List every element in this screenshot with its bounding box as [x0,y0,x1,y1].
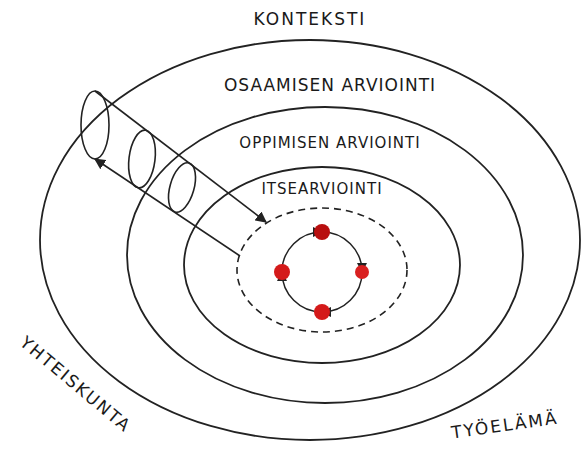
dashed-circle [237,208,407,332]
cycle-arrow [322,232,362,272]
context-label: TYÖELÄMÄ [450,409,559,443]
cycle-arrow [282,232,322,272]
cycle-arrow [322,272,362,312]
red-dot [274,264,290,280]
ring-title: OSAAMISEN ARVIOINTI [224,76,436,96]
ring-title: OPPIMISEN ARVIOINTI [239,135,420,152]
red-dot [314,224,330,240]
ring-title: ITSEARVIOINTI [261,181,382,198]
cycle-arrow [282,272,322,312]
ring-ellipse [184,167,460,363]
funnel-ring [163,160,200,216]
ring-band: ITSEARVIOINTI [182,165,462,365]
context-label: YHTEISKUNTA [16,333,135,437]
funnel-ring [81,91,109,159]
ring-outline [38,38,582,442]
ring-band: OSAAMISEN ARVIOINTI OPPIMISEN ARVIOINTI IT… [38,38,582,442]
funnel-line [95,159,240,256]
funnel-line [95,91,266,222]
red-dot [355,265,369,279]
ring-ellipse [40,40,580,440]
ring-band: OPPIMISEN ARVIOINTI ITSEARVIOINTI [125,105,525,405]
red-dot [314,304,330,320]
ring-ellipse [127,107,523,403]
context-label: KONTEKSTI [254,10,367,30]
